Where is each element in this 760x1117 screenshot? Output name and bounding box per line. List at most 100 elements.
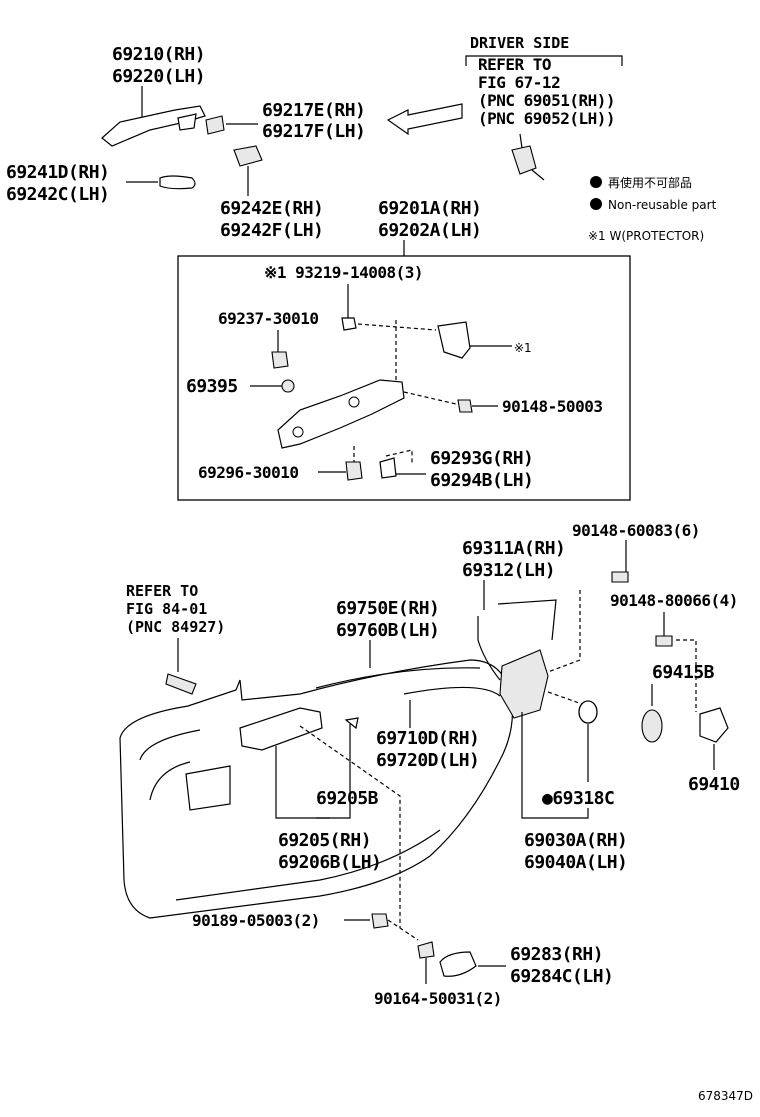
label-69318C: ●69318C — [542, 788, 614, 809]
label-69296: 69296-30010 — [198, 463, 298, 482]
connector-part — [165, 673, 197, 695]
door-handle-frame-part — [277, 379, 405, 449]
bolt-90148-50003-part — [457, 399, 473, 413]
clip-69237-part — [271, 351, 289, 369]
label-69284C: 69284C(LH) — [510, 966, 613, 987]
frame-hole — [348, 396, 360, 408]
cover-69283-part — [439, 951, 477, 977]
bolt-69296-part — [345, 461, 363, 481]
frame-assembly-box — [177, 255, 631, 501]
label-90148-50003: 90148-50003 — [502, 397, 602, 416]
label-driver-side: DRIVER SIDE — [470, 34, 569, 52]
label-69242F: 69242F(LH) — [220, 220, 323, 241]
label-69206B: 69206B(LH) — [278, 852, 381, 873]
rod-upper — [497, 599, 557, 641]
label-69202A: 69202A(LH) — [378, 220, 481, 241]
leader-69030A — [521, 712, 589, 819]
door-panel-window — [185, 765, 231, 811]
legend-english: Non-reusable part — [608, 198, 717, 212]
label-90148-80066: 90148-80066(4) — [610, 591, 738, 610]
label-69242C: 69242C(LH) — [6, 184, 109, 205]
clip-90189-part — [371, 913, 389, 929]
label-69201A: 69201A(RH) — [378, 198, 481, 219]
legend-dot-icon — [590, 176, 602, 188]
rod-69311A — [477, 616, 501, 681]
dash-69293G — [385, 449, 413, 464]
dash-60083 — [547, 590, 581, 673]
label-69283: 69283(RH) — [510, 944, 603, 965]
legend-japanese: 再使用不可部品 — [608, 175, 692, 190]
dash-90189 — [387, 919, 419, 941]
cushion-69395-part — [281, 379, 295, 393]
screw-90148-80066-part — [655, 635, 673, 647]
handle-gasket-part — [159, 175, 196, 190]
control-cable-line — [403, 686, 501, 697]
dash-69318C — [547, 691, 583, 705]
legend-dot-icon-2 — [590, 198, 602, 210]
screw-93219-part — [341, 317, 357, 331]
refer2-line3: (PNC 84927) — [126, 618, 225, 636]
label-69210: 69210(RH) — [112, 44, 205, 65]
dash-69205 — [299, 725, 401, 928]
lock-cylinder-part — [511, 145, 537, 175]
refer1-line1: REFER TO — [478, 55, 551, 74]
label-69293G: 69293G(RH) — [430, 448, 533, 469]
striker-69410-part — [699, 707, 729, 743]
handle-pad-part — [233, 145, 263, 167]
refer1-line4: (PNC 69052(LH)) — [478, 109, 615, 128]
grommet-69318C-part — [578, 700, 598, 724]
inside-handle-part — [239, 707, 323, 751]
frame-hole-2 — [292, 426, 304, 438]
label-69395: 69395 — [186, 376, 238, 397]
dash-93219 — [357, 323, 437, 331]
screw-90164-part — [417, 941, 435, 959]
screw-90148-60083-part — [611, 571, 629, 583]
leader-lock-cylinder — [519, 133, 523, 149]
spring-69293G-part — [379, 457, 397, 479]
refer2-line1: REFER TO — [126, 582, 198, 600]
label-69750E: 69750E(RH) — [336, 598, 439, 619]
label-mark1: ※1 — [514, 341, 532, 355]
inside-handle-clip-part — [344, 717, 359, 730]
refer-arrow-icon — [386, 103, 463, 136]
label-69205: 69205(RH) — [278, 830, 371, 851]
figure-id: 678347D — [698, 1089, 753, 1103]
refer1-line3: (PNC 69051(RH)) — [478, 91, 615, 110]
lock-cylinder-rod — [531, 169, 545, 181]
label-69760B: 69760B(LH) — [336, 620, 439, 641]
label-69720D: 69720D(LH) — [376, 750, 479, 771]
driver-side-bracket — [465, 55, 623, 66]
refer2-line2: FIG 84-01 — [126, 600, 207, 618]
label-69220: 69220(LH) — [112, 66, 205, 87]
label-69312: 69312(LH) — [462, 560, 555, 581]
leader-69205 — [275, 746, 330, 819]
label-69217E: 69217E(RH) — [262, 100, 365, 121]
label-90148-60083: 90148-60083(6) — [572, 521, 700, 540]
dash-frame-2 — [403, 391, 457, 405]
label-90164: 90164-50031(2) — [374, 989, 502, 1008]
label-69205B: 69205B — [316, 788, 379, 809]
label-90189: 90189-05003(2) — [192, 911, 320, 930]
protector-bracket-part — [437, 321, 471, 359]
handle-cap-part — [205, 115, 225, 135]
door-lock-assembly-part — [499, 649, 549, 719]
label-69294B: 69294B(LH) — [430, 470, 533, 491]
label-69217F: 69217F(LH) — [262, 121, 365, 142]
label-69410: 69410 — [688, 774, 740, 795]
outside-handle-boss — [177, 113, 197, 131]
striker-plate-part — [641, 709, 663, 743]
label-69030A: 69030A(RH) — [524, 830, 627, 851]
label-69311A: 69311A(RH) — [462, 538, 565, 559]
weatherstrip-line — [315, 667, 481, 689]
label-69237: 69237-30010 — [218, 309, 318, 328]
outside-handle-part — [101, 105, 206, 147]
label-93219: ※1 93219-14008(3) — [264, 263, 423, 282]
refer1-line2: FIG 67-12 — [478, 73, 560, 92]
label-69242E: 69242E(RH) — [220, 198, 323, 219]
label-69040A: 69040A(LH) — [524, 852, 627, 873]
door-panel-contours — [139, 729, 441, 901]
label-69710D: 69710D(RH) — [376, 728, 479, 749]
legend-protector-note: ※1 W(PROTECTOR) — [588, 229, 704, 243]
